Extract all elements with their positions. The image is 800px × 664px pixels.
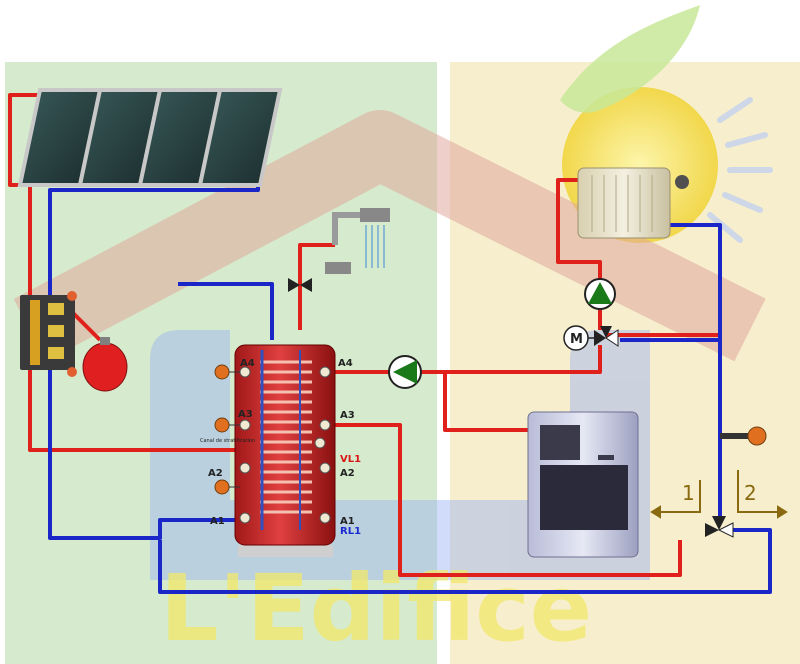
roof-shape	[13, 110, 766, 362]
arrow-2-label: 2	[744, 481, 757, 505]
label-canal: Canal de stratification	[200, 438, 255, 444]
label-a4-left: A4	[240, 358, 255, 369]
solar-station	[20, 291, 77, 377]
circulation-pump-radiator	[584, 278, 616, 310]
label-a1-left: A1	[210, 516, 225, 527]
watermark-text: L'Edifice	[160, 555, 592, 662]
boiler	[527, 411, 639, 558]
arrow-1-label: 1	[682, 481, 695, 505]
label-rl1: RL1	[340, 526, 361, 537]
radiator	[577, 167, 689, 239]
label-a4-right: A4	[338, 358, 353, 369]
label-a3-right: A3	[340, 410, 355, 421]
direction-arrow-2	[737, 470, 788, 519]
label-a2-left: A2	[208, 468, 223, 479]
shower-head	[325, 208, 390, 274]
storage-tank	[234, 344, 336, 557]
outdoor-sensor	[720, 426, 767, 446]
direction-arrow-1	[650, 480, 701, 519]
leaf-icon	[560, 5, 700, 113]
motorized-mixing-valve: M	[563, 325, 619, 351]
label-vl1: VL1	[340, 454, 361, 465]
three-way-valve	[705, 516, 734, 538]
motor-label: M	[570, 332, 583, 347]
circulation-pump-main	[388, 355, 422, 389]
tank-ports	[239, 366, 331, 524]
temperature-sensors	[214, 364, 240, 495]
shower-valve	[288, 278, 312, 292]
label-a3-left: A3	[238, 409, 253, 420]
expansion-vessel	[82, 337, 128, 392]
label-a2-right: A2	[340, 468, 355, 479]
solar-collector-panels	[17, 88, 283, 187]
label-a1-right: A1	[340, 516, 355, 527]
